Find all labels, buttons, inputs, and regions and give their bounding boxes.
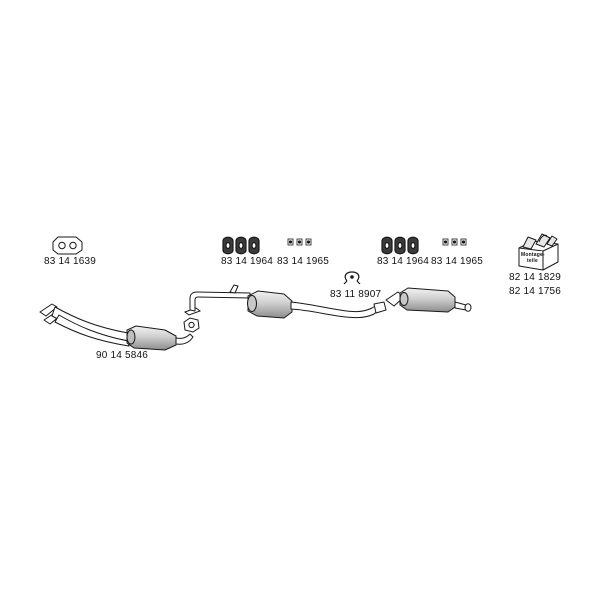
box-text-line-2: teile — [527, 258, 539, 264]
part-number-mounting-kit-2: 82 14 1756 — [509, 286, 562, 297]
part-number-rubber-mounts-1: 83 14 1964 — [221, 256, 274, 267]
box-text-line-1: Montage- — [521, 252, 545, 258]
rubber-mount-icon — [222, 236, 260, 255]
front-pipe-icon — [39, 303, 131, 347]
part-number-gasket: 83 14 1639 — [44, 256, 97, 267]
part-number-mounting-kit-1: 82 14 1829 — [509, 272, 562, 283]
part-number-brackets-1: 83 14 1965 — [277, 256, 330, 267]
catalytic-converter-icon — [126, 325, 194, 351]
rubber-mount-icon — [381, 236, 419, 255]
bracket-icon — [442, 238, 467, 246]
middle-silencer-icon — [247, 290, 293, 319]
part-number-clamp: 83 11 8907 — [330, 289, 382, 300]
flange-icon — [183, 307, 202, 333]
part-number-rubber-mounts-2: 83 14 1964 — [377, 256, 430, 267]
clamp-icon — [343, 271, 361, 285]
bracket-icon — [287, 238, 312, 246]
rear-silencer-icon — [385, 287, 472, 313]
gasket-icon — [52, 236, 83, 255]
part-number-catalytic-converter: 90 14 5846 — [96, 350, 149, 361]
part-number-brackets-2: 83 14 1965 — [431, 256, 484, 267]
parts-box-icon — [518, 233, 559, 271]
rear-pipe-icon — [290, 301, 387, 319]
